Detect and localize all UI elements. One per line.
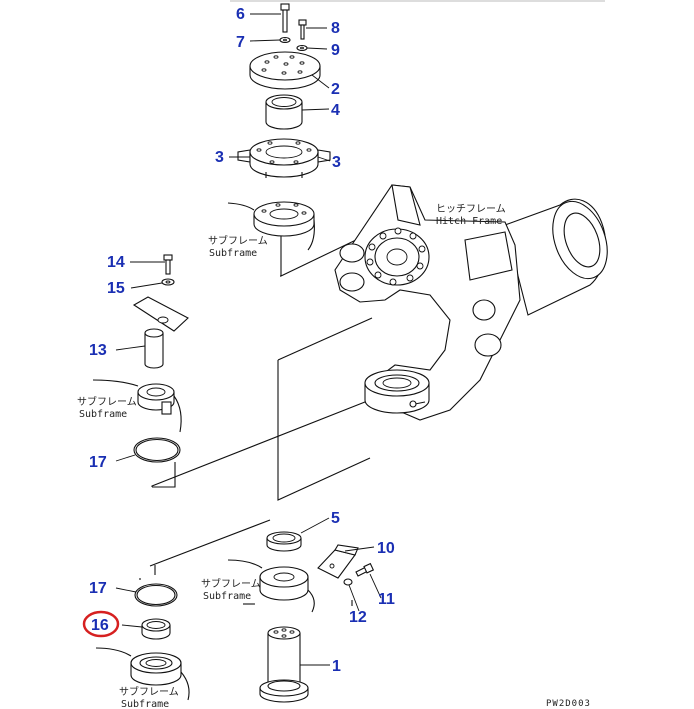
drawing-reference: PW2D003 xyxy=(546,699,591,709)
subframe-label-1-en: Subframe xyxy=(209,248,257,259)
bracket-10 xyxy=(317,544,359,579)
washer-7 xyxy=(279,36,291,44)
subframe-label-4-en: Subframe xyxy=(121,699,169,709)
bolt-11 xyxy=(355,562,375,577)
callout-10: 10 xyxy=(377,540,395,557)
callout-4: 4 xyxy=(331,102,340,119)
pin-13 xyxy=(132,296,189,369)
highlighted-callout-16[interactable]: 16 xyxy=(82,610,120,638)
subframe-label-3-en: Subframe xyxy=(203,591,251,602)
lower-subframe-boss xyxy=(227,559,315,613)
left-subframe-boss xyxy=(92,379,182,433)
subframe-label-2-jp: サブフレーム xyxy=(77,395,137,408)
bolt-14 xyxy=(163,254,173,275)
subframe-label-2-en: Subframe xyxy=(79,409,127,420)
callout-6: 6 xyxy=(236,6,245,23)
upper-subframe-boss xyxy=(227,201,315,251)
leader-lines xyxy=(115,13,382,666)
assembly-guide-lines xyxy=(139,225,386,580)
callout-15: 15 xyxy=(107,280,125,297)
o-ring-17-lower xyxy=(134,583,178,607)
callout-9: 9 xyxy=(331,42,340,59)
washer-15 xyxy=(161,278,175,286)
subframe-label-3-jp: サブフレーム xyxy=(201,577,261,590)
callout-14: 14 xyxy=(107,254,125,271)
shim-3 xyxy=(237,138,331,178)
subframe-label-1-jp: サブフレーム xyxy=(208,234,268,247)
callout-2: 2 xyxy=(331,81,340,98)
callout-1: 1 xyxy=(332,658,341,675)
callout-7: 7 xyxy=(236,34,245,51)
washer-12 xyxy=(343,578,353,606)
hitch-frame xyxy=(334,184,608,421)
hitch-frame-label-en: Hitch Frame xyxy=(436,216,502,227)
bushing-16 xyxy=(141,618,171,640)
callout-12: 12 xyxy=(349,609,367,626)
washer-9 xyxy=(296,44,308,52)
bushing-5 xyxy=(266,531,302,552)
callout-3-left: 3 xyxy=(215,149,224,166)
bolt-6 xyxy=(280,3,290,33)
callouts: 6 8 7 9 2 4 3 3 14 15 13 17 5 10 17 11 1… xyxy=(89,6,395,675)
callout-3-right: 3 xyxy=(332,154,341,171)
hitch-frame-label-jp: ヒッチフレーム xyxy=(436,203,506,215)
part-labels: ヒッチフレーム Hitch Frame サブフレーム Subframe サブフレ… xyxy=(77,203,591,709)
bolt-8 xyxy=(298,19,307,40)
o-ring-17-upper xyxy=(133,437,181,463)
callout-5: 5 xyxy=(331,510,340,527)
callout-17-lower: 17 xyxy=(89,580,107,597)
callout-11: 11 xyxy=(378,591,395,608)
callout-13: 13 xyxy=(89,342,107,359)
subframe-label-4-jp: サブフレーム xyxy=(119,685,179,698)
bottom-subframe-boss xyxy=(95,647,190,701)
callout-16[interactable]: 16 xyxy=(91,617,109,634)
plate-2 xyxy=(249,51,321,90)
callout-8: 8 xyxy=(331,20,340,37)
highlight-ring xyxy=(82,610,120,638)
pin-1 xyxy=(259,626,309,703)
callout-17-upper: 17 xyxy=(89,454,107,471)
bushing-4 xyxy=(265,94,303,130)
